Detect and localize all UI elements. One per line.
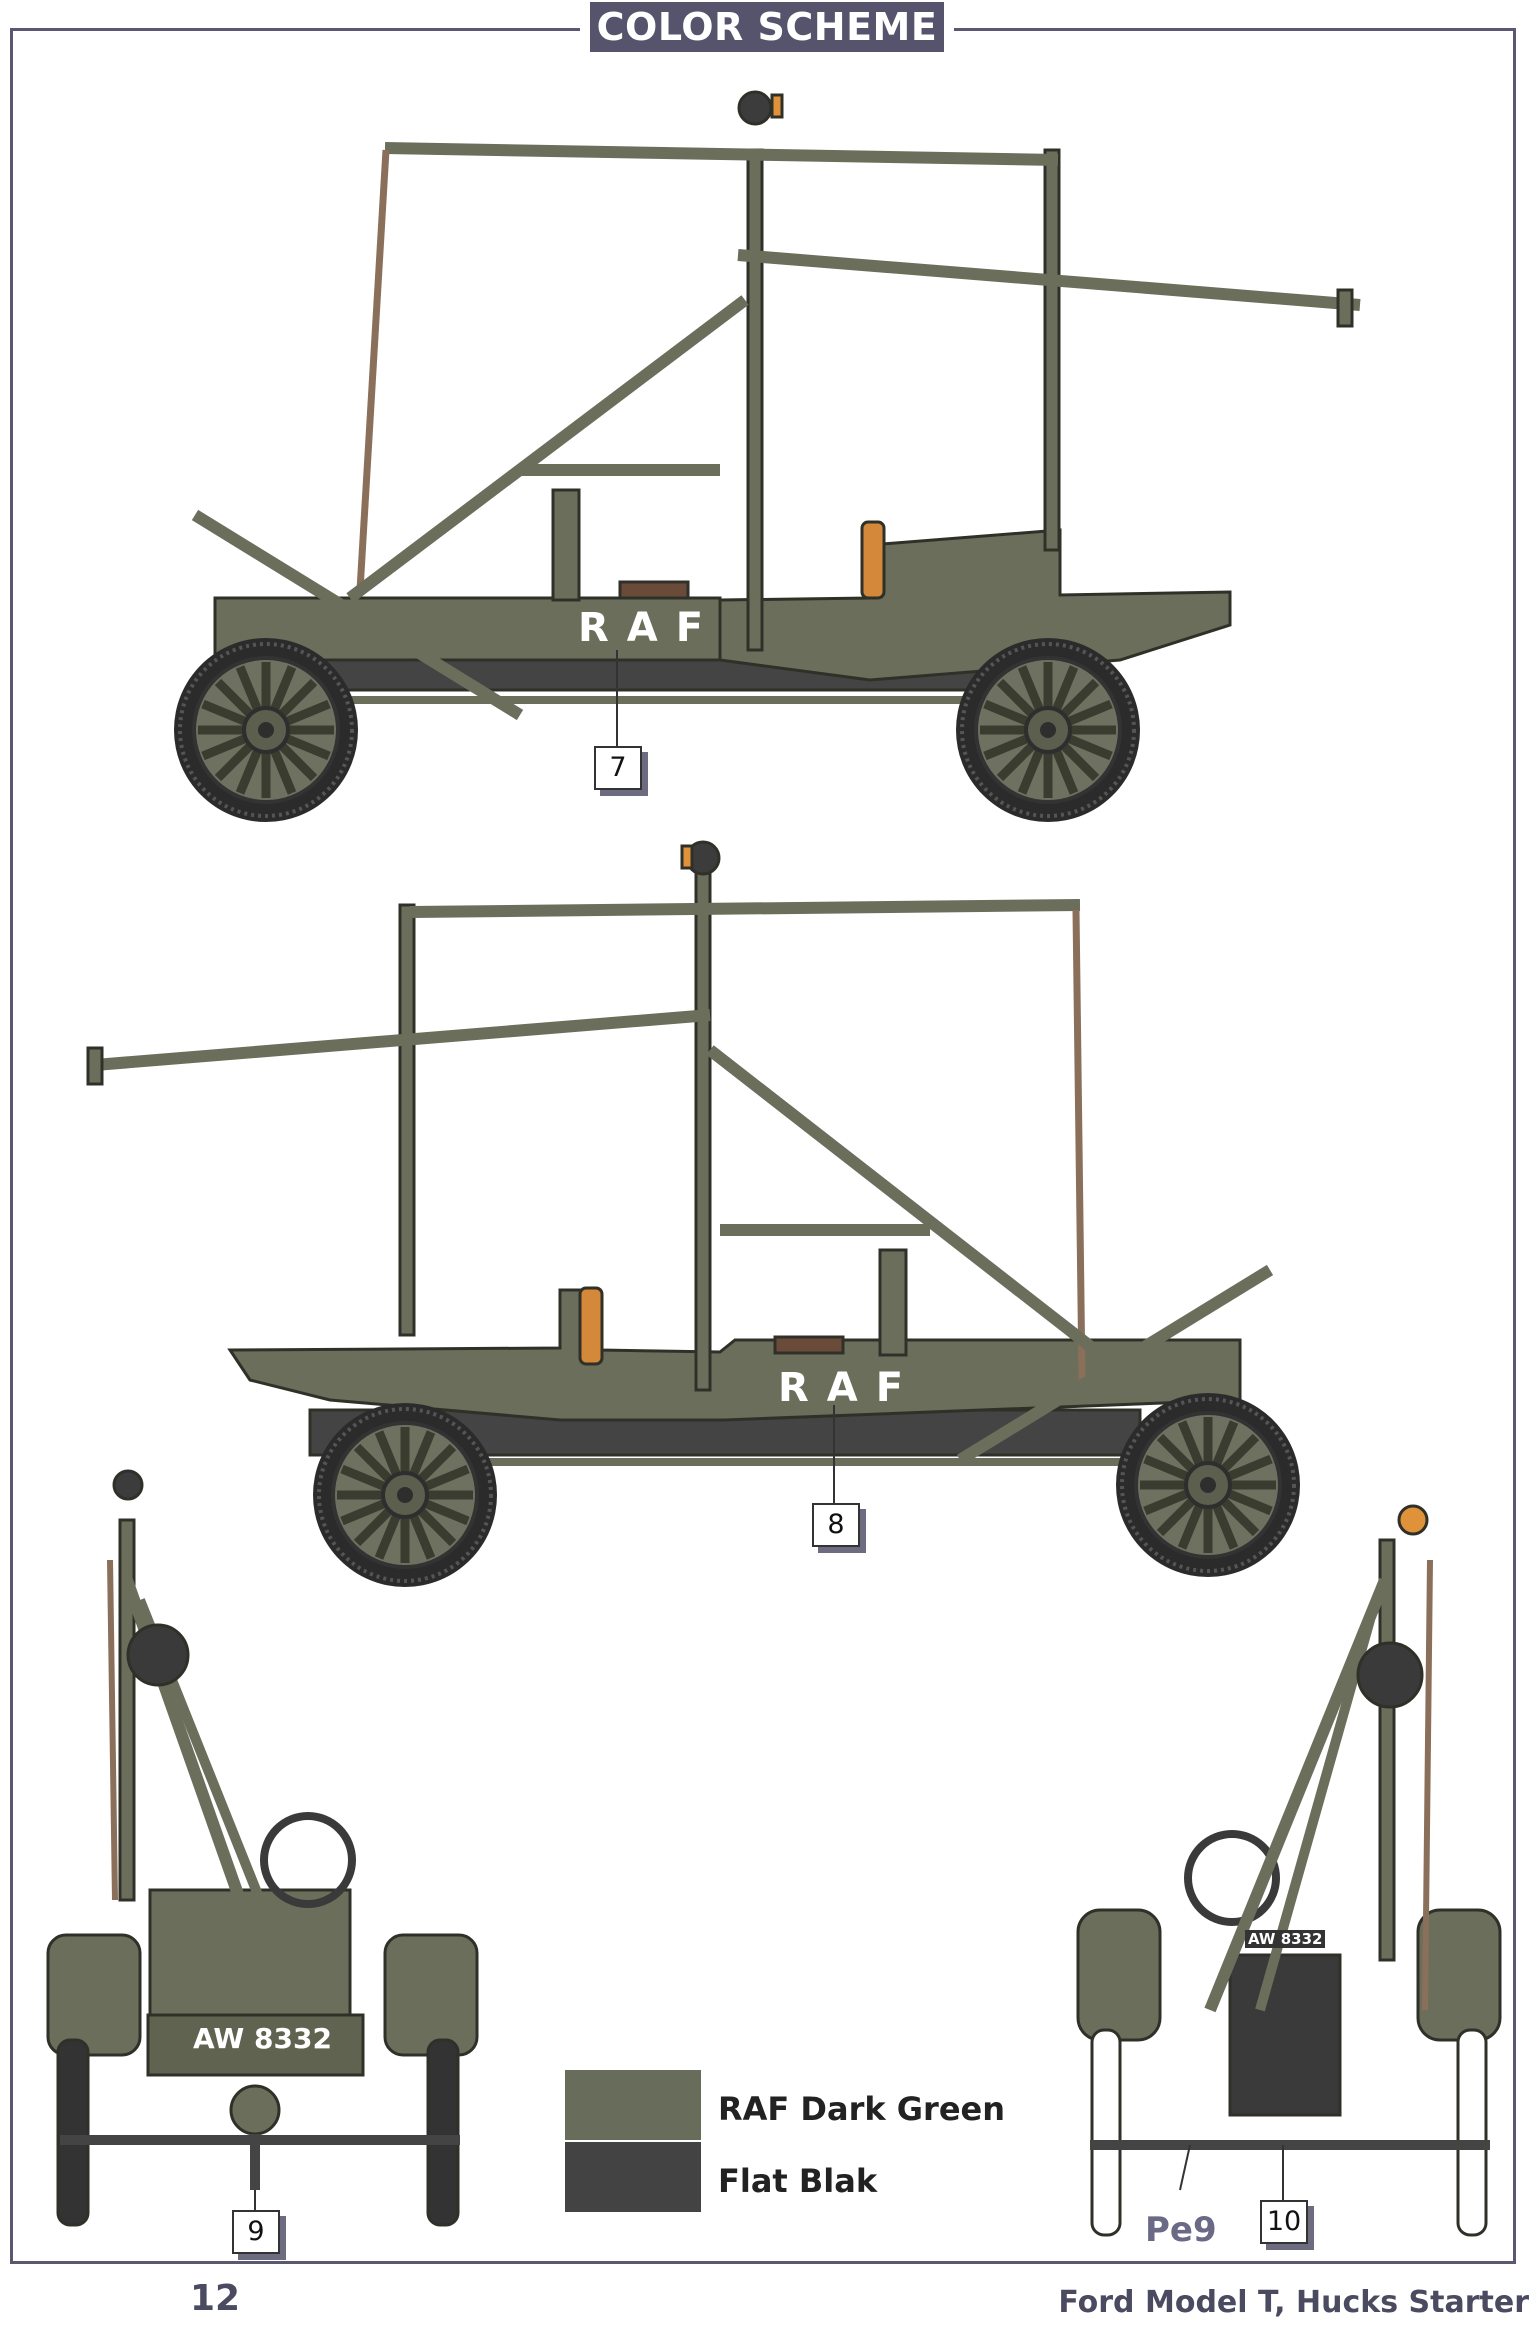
legend-swatch-dark-green xyxy=(565,2070,701,2140)
paint-code-label: Pe9 xyxy=(1145,2210,1217,2250)
legend-label-dark-green: RAF Dark Green xyxy=(718,2090,1005,2128)
legend-swatch-flat-black xyxy=(565,2142,701,2212)
raf-marking-top: RAF xyxy=(578,605,722,651)
callout-10: 10 xyxy=(1260,2200,1308,2244)
rear-plate: AW 8332 xyxy=(193,2022,332,2055)
page-title: COLOR SCHEME xyxy=(590,2,944,52)
rear-view xyxy=(46,1469,479,2227)
side-view-right xyxy=(86,840,1274,1466)
callout-8: 8 xyxy=(812,1503,860,1547)
front-plate: AW 8332 xyxy=(1245,1930,1326,1948)
document-title: Ford Model T, Hucks Starter xyxy=(1058,2285,1529,2320)
side-view-left xyxy=(191,90,1361,721)
callout-9: 9 xyxy=(232,2210,280,2254)
front-view xyxy=(1076,1504,1502,2237)
callout-7: 7 xyxy=(594,746,642,790)
legend-label-flat-black: Flat Blak xyxy=(718,2162,878,2200)
raf-marking-middle: RAF xyxy=(778,1365,922,1411)
page-number: 12 xyxy=(190,2278,241,2319)
